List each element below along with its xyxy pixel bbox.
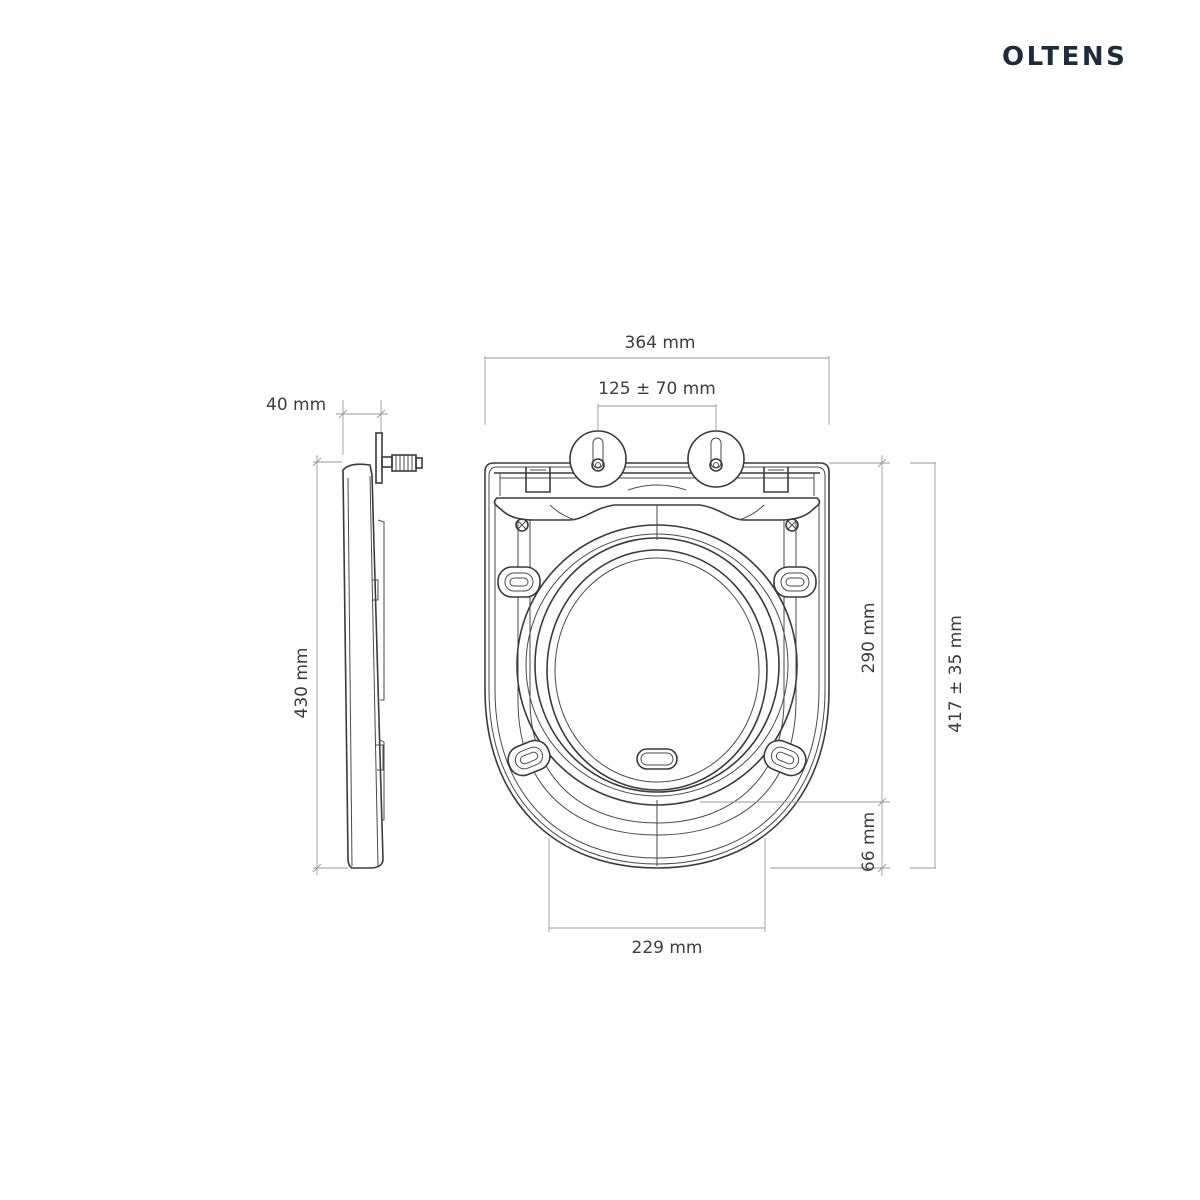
- bumper-bottom-right: [763, 739, 807, 777]
- bumper-bottom-left: [507, 739, 551, 777]
- dim-side-length: 430 mm: [292, 648, 312, 719]
- screw-right: [785, 518, 799, 532]
- dim-overall-width: 364 mm: [625, 333, 696, 353]
- side-view: [342, 432, 423, 869]
- top-dimension-lines: [484, 356, 936, 932]
- dim-front-length: 290 mm: [859, 603, 879, 674]
- top-view: [484, 430, 830, 869]
- screw-left: [515, 518, 529, 532]
- side-dimension-lines: [312, 400, 388, 875]
- dim-total-length: 417 ± 35 mm: [946, 615, 966, 733]
- dim-side-depth: 40 mm: [266, 395, 326, 415]
- hinge-left: [569, 430, 627, 488]
- bumper-top-left: [497, 566, 541, 598]
- brand-logo: OLTENS: [1002, 42, 1128, 72]
- dim-inner-width: 229 mm: [632, 938, 703, 958]
- hinge-right: [687, 430, 745, 488]
- dim-front-tail: 66 mm: [859, 812, 879, 872]
- bumper-top-right: [773, 566, 817, 598]
- dim-hinge-spacing: 125 ± 70 mm: [598, 379, 716, 399]
